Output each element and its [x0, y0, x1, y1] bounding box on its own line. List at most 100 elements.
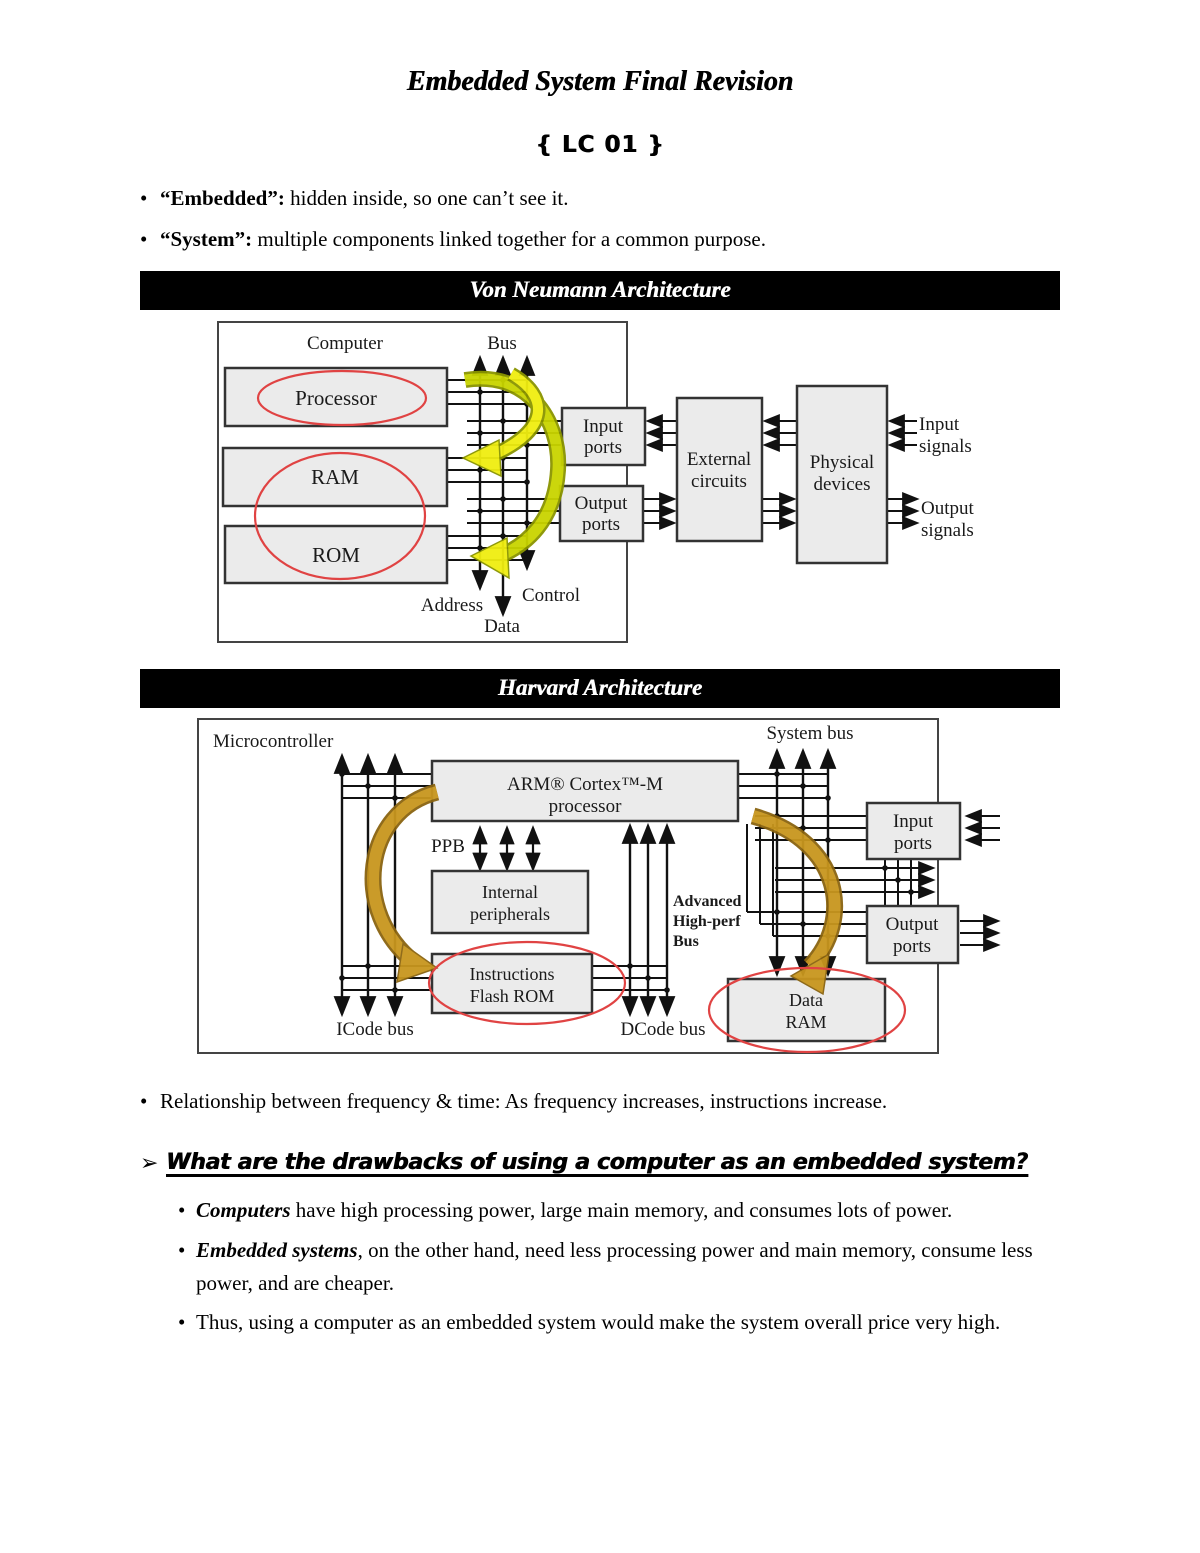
gold-arrowhead-flash-rom: [396, 942, 439, 984]
answer-list: • Computers have high processing power, …: [178, 1194, 1060, 1339]
gold-arrow-left: [367, 786, 439, 968]
input-ports-label: Input: [583, 416, 624, 437]
bullet-glyph: •: [140, 226, 148, 251]
question-text: What are the drawbacks of using a comput…: [166, 1149, 1028, 1175]
definition-term: “Embedded”:: [160, 186, 285, 210]
question-heading: ➢ What are the drawbacks of using a comp…: [140, 1148, 1060, 1179]
yellow-bus-arrows: [461, 367, 567, 580]
data-label: Data: [484, 616, 520, 637]
von-neumann-svg: Computer Bus Processor RAM ROM Input por…: [217, 321, 975, 644]
harvard-diagram: Microcontroller System bus ARM® Cortex™-…: [140, 716, 1060, 1061]
physical-devices-label: Physical: [810, 452, 874, 473]
input-ports-label: ports: [584, 437, 622, 458]
bus-label: Bus: [487, 333, 517, 354]
note-text: Relationship between frequency & time: A…: [160, 1089, 888, 1114]
system-bus-label: System bus: [766, 723, 853, 744]
output-ports-label: Output: [886, 914, 940, 935]
computer-box: [217, 321, 628, 644]
computer-label: Computer: [307, 333, 384, 354]
definition-list: • “Embedded”: hidden inside, so one can’…: [140, 182, 1060, 255]
component-boxes: [430, 759, 962, 1043]
component-boxes: [221, 366, 889, 585]
physical-devices-box: [795, 384, 889, 565]
dcode-bus-label: DCode bus: [621, 1019, 706, 1040]
arm-processor-label: ARM® Cortex™-M: [507, 774, 663, 795]
ram-box: [221, 446, 449, 508]
input-ports-box: [560, 406, 647, 467]
output-signals-label: Output: [921, 498, 975, 519]
instructions-flash-rom-box: [430, 952, 594, 1015]
definition-rest: multiple components linked together for …: [252, 226, 766, 251]
gold-arrow-right: [751, 810, 841, 971]
external-circuits-label: circuits: [691, 471, 747, 492]
input-ports-label: Input: [893, 811, 934, 832]
red-highlight-ellipse-processor: [256, 369, 428, 427]
bullet-glyph: •: [140, 1089, 148, 1114]
notes-list: • Relationship between frequency & time:…: [140, 1085, 1060, 1118]
bullet-glyph: •: [178, 1237, 186, 1262]
yellow-arrow-long: [464, 373, 564, 564]
output-ports-label: ports: [893, 936, 931, 957]
page-content: Embedded System Final Revision { LC 01 }…: [140, 66, 1060, 1339]
definition-term: “System”:: [160, 226, 253, 251]
control-label: Control: [522, 585, 580, 606]
answer-text: Computers have high processing power, la…: [196, 1194, 952, 1227]
gold-bus-arrows: [364, 783, 844, 996]
ahb-label: Advanced: [673, 893, 742, 910]
input-ports-box: [865, 801, 962, 861]
microcontroller-label: Microcontroller: [213, 731, 334, 752]
instructions-flash-rom-label: Flash ROM: [470, 986, 555, 1006]
input-signals-label: Input: [919, 414, 960, 435]
input-signals-label: signals: [919, 436, 972, 457]
answer-rest: have high processing power, large main m…: [290, 1198, 953, 1223]
red-highlight-ellipse-flash-rom: [427, 940, 627, 1026]
gold-arrow-left-outline: [364, 783, 440, 970]
list-item: • Computers have high processing power, …: [178, 1194, 1060, 1227]
yellow-arrowhead-ram: [461, 438, 502, 478]
section-heading: { LC 01 }: [535, 132, 665, 158]
ahb-label: Bus: [673, 933, 699, 950]
rom-label: ROM: [312, 543, 360, 567]
output-ports-label: ports: [582, 514, 620, 535]
answer-term: Embedded systems: [196, 1237, 358, 1262]
dcode-bus-lines: [621, 822, 676, 1018]
external-circuits-label: External: [687, 449, 751, 470]
red-highlight-ellipse-data-ram: [707, 966, 907, 1054]
bullet-glyph: •: [178, 1309, 186, 1334]
data-ram-label: RAM: [785, 1012, 826, 1032]
ram-label: RAM: [311, 465, 359, 489]
output-ports-label: Output: [575, 493, 629, 514]
arrow-bullet-glyph: ➢: [140, 1149, 159, 1175]
list-item: • Embedded systems, on the other hand, n…: [178, 1234, 1060, 1300]
arm-processor-label: processor: [549, 796, 622, 817]
banner-von-neumann: Von Neumann Architecture: [140, 271, 1060, 311]
internal-peripherals-label: peripherals: [470, 904, 550, 924]
ahb-label: High-perf: [673, 913, 741, 930]
input-ports-label: ports: [894, 833, 932, 854]
internal-peripherals-label: Internal: [482, 882, 538, 902]
definition-text: “Embedded”: hidden inside, so one can’t …: [160, 182, 569, 215]
definition-text: “System”: multiple components linked tog…: [160, 223, 766, 256]
arm-processor-box: [430, 759, 740, 823]
output-signals-label: signals: [921, 520, 974, 541]
ppb-arrows: [472, 825, 541, 872]
banner-harvard: Harvard Architecture: [140, 669, 1060, 709]
answer-text: Embedded systems, on the other hand, nee…: [196, 1234, 1036, 1300]
physical-devices-label: devices: [814, 474, 871, 495]
icode-bus-label: ICode bus: [336, 1019, 414, 1040]
output-ports-box: [558, 484, 645, 543]
external-circuits-box: [675, 396, 764, 543]
answer-text: Thus, using a computer as an embedded sy…: [196, 1306, 1000, 1339]
von-neumann-diagram: Computer Bus Processor RAM ROM Input por…: [140, 318, 1060, 653]
definition-rest: hidden inside, so one can’t see it.: [284, 186, 569, 210]
junction-dots: [339, 771, 914, 993]
list-item: • “System”: multiple components linked t…: [140, 223, 1060, 256]
red-highlight-ellipse-ram-rom: [253, 451, 427, 581]
internal-peripherals-box: [430, 869, 590, 935]
bullet-glyph: •: [178, 1198, 186, 1223]
yellow-arrowhead-rom: [469, 536, 510, 580]
rom-box: [223, 524, 449, 585]
yellow-arrow-short: [488, 369, 543, 461]
bullet-glyph: •: [140, 186, 148, 210]
processor-box: [223, 366, 449, 428]
